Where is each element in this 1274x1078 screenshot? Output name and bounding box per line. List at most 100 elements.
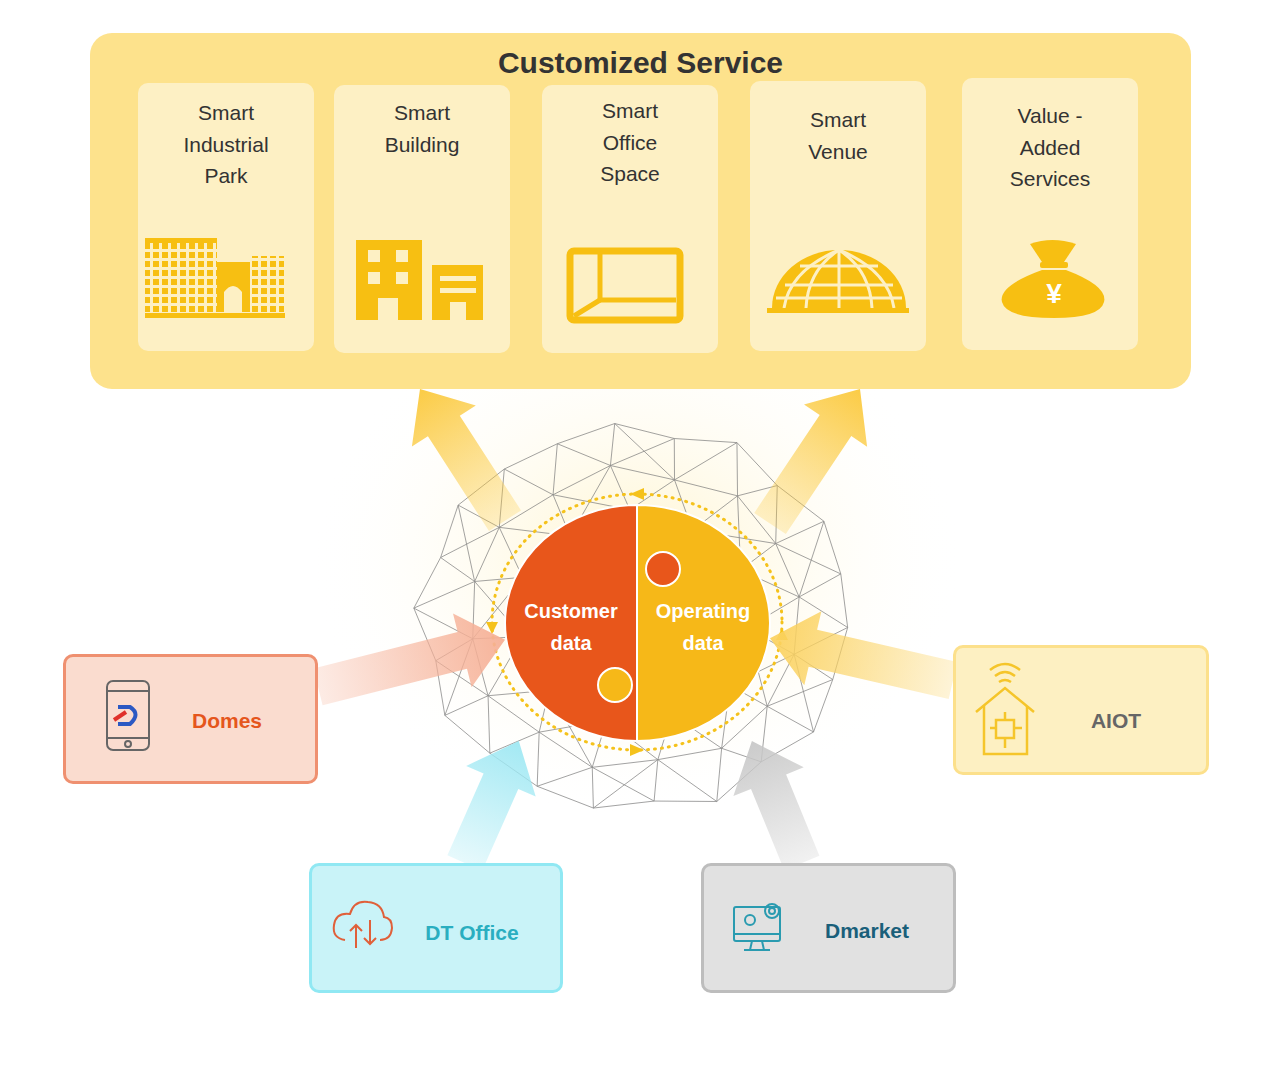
- puzzle-shape-part: [598, 668, 632, 702]
- geodesic-globe-part: [539, 732, 592, 767]
- node-label: Domes: [192, 704, 262, 738]
- node-label: Smart Building: [364, 97, 480, 160]
- flow-arrow: [412, 389, 521, 531]
- geodesic-globe-part: [738, 496, 776, 544]
- iot-house-icon: [976, 664, 1034, 754]
- operating-data-half: Operating data: [637, 505, 770, 741]
- geodesic-globe-part: [738, 486, 778, 496]
- flow-arrow: [754, 389, 867, 534]
- geodesic-globe-part: [722, 706, 768, 748]
- node-label: Smart Venue: [780, 104, 896, 167]
- geodesic-globe-part: [441, 558, 475, 582]
- geodesic-globe-part: [767, 680, 833, 707]
- industrial-park-icon-part: [217, 262, 250, 312]
- monitor-gear-icon-part: [745, 915, 755, 925]
- geodesic-globe-part: [414, 558, 441, 609]
- geodesic-globe-part: [722, 748, 762, 762]
- service-box: Smart Building: [334, 85, 510, 353]
- geodesic-globe-part: [441, 505, 459, 557]
- building-icon-part: [396, 272, 408, 284]
- money-bag-icon-part: [1030, 240, 1076, 262]
- geodesic-globe-part: [674, 439, 675, 480]
- industrial-park-icon-part: [145, 243, 217, 315]
- geodesic-globe-part: [592, 767, 654, 801]
- dotted-ring-part: [486, 622, 498, 634]
- dotted-ring-part: [776, 628, 788, 640]
- geodesic-globe-part: [799, 597, 848, 628]
- puzzle-shape-part: [646, 552, 680, 586]
- dotted-ring: [486, 488, 788, 756]
- node-label: Value -Added Services: [992, 100, 1108, 195]
- geodesic-globe-part: [458, 469, 504, 505]
- office-space-icon: [570, 251, 680, 320]
- geodesic-globe-part: [767, 654, 794, 706]
- geodesic-globe-part: [776, 521, 824, 543]
- geodesic-globe-part: [737, 443, 777, 486]
- monitor-gear-icon-part: [734, 907, 780, 941]
- flow-arrow: [770, 611, 957, 699]
- geodesic-globe-part: [504, 444, 557, 469]
- geodesic-globe-part: [499, 495, 553, 528]
- geodesic-globe-part: [445, 696, 488, 716]
- geodesic-globe-part: [674, 439, 737, 443]
- geodesic-globe-part: [675, 443, 737, 480]
- geodesic-globe-part: [473, 581, 475, 638]
- building-icon-part: [368, 250, 380, 262]
- venue-dome-icon-part: [767, 308, 909, 313]
- building-icon-part: [440, 288, 476, 293]
- geodesic-globe-part: [504, 469, 553, 495]
- geodesic-globe-part: [654, 801, 717, 802]
- industrial-park-icon-part: [145, 238, 217, 243]
- geodesic-globe-part: [557, 424, 614, 444]
- venue-dome-icon-part-part: [800, 265, 878, 268]
- geodesic-globe-part: [654, 760, 658, 801]
- cloud-icon: [334, 902, 392, 948]
- building-icon-part: [432, 265, 483, 320]
- puzzle-shape: [637, 505, 770, 741]
- phone-icon-part: [125, 741, 131, 747]
- node-label: Operating data: [645, 595, 761, 659]
- geodesic-globe-part: [445, 715, 490, 753]
- geodesic-globe-part: [615, 424, 675, 439]
- building-icon-part: [368, 272, 380, 284]
- geodesic-globe-part: [615, 424, 675, 480]
- dotted-ring-part: [630, 488, 644, 500]
- node-label: Dmarket: [825, 914, 909, 948]
- geodesic-globe: [414, 424, 848, 809]
- geodesic-globe-part: [833, 627, 848, 679]
- geodesic-globe-part: [794, 654, 813, 732]
- geodesic-globe-part: [610, 466, 674, 480]
- geodesic-globe-part: [537, 767, 592, 786]
- source-box: DT Office: [309, 863, 563, 993]
- service-box: Smart Venue: [750, 81, 926, 351]
- geodesic-globe-part: [776, 486, 778, 544]
- dotted-ring-part: [630, 744, 644, 756]
- phone-icon: [107, 681, 149, 750]
- money-bag-icon-part: [1040, 262, 1068, 268]
- geodesic-globe-part: [776, 544, 799, 597]
- geodesic-globe-part: [658, 748, 722, 759]
- geodesic-globe-part: [592, 767, 593, 808]
- geodesic-globe-part: [794, 627, 848, 654]
- node-label: Smart Office Space: [572, 95, 688, 190]
- venue-dome-icon-part-part: [784, 250, 839, 308]
- geodesic-globe-part: [592, 760, 658, 768]
- cloud-icon-part: [350, 925, 362, 948]
- money-bag-icon: [1002, 240, 1105, 318]
- source-box: Dmarket: [701, 863, 956, 993]
- building-icon-part: [450, 302, 466, 320]
- geodesic-globe-part: [436, 661, 488, 696]
- geodesic-globe-part: [610, 424, 614, 466]
- geodesic-globe-part: [488, 696, 539, 732]
- service-panel: Customized ServiceSmart Industrial ParkS…: [90, 33, 1191, 389]
- venue-dome-icon-part-part: [838, 250, 841, 308]
- source-box: AIOT: [953, 645, 1209, 775]
- money-bag-icon-part: [1002, 270, 1105, 318]
- geodesic-globe-part: [458, 505, 474, 581]
- venue-dome-icon-part-part: [806, 250, 839, 308]
- geodesic-globe-part: [436, 639, 473, 661]
- geodesic-globe-part: [736, 443, 738, 496]
- geodesic-globe-part: [557, 444, 610, 466]
- geodesic-globe-part: [475, 527, 500, 581]
